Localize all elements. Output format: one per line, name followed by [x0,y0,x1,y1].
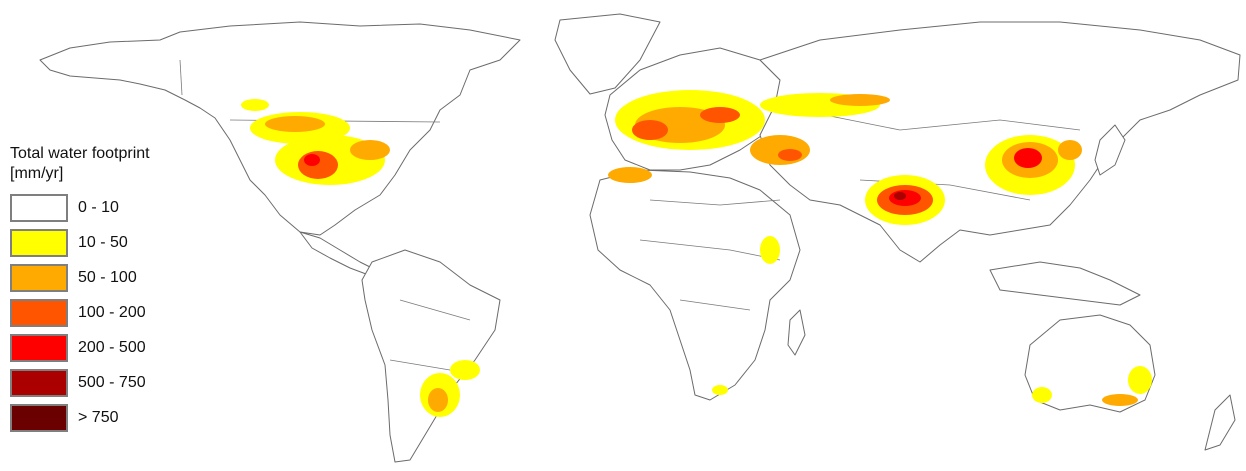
legend-items: 0 - 10 10 - 50 50 - 100 100 - 200 200 - 500 5… [10,190,230,435]
legend-label: 100 - 200 [78,303,146,321]
legend-label: 10 - 50 [78,233,128,251]
madagascar [787,309,806,356]
legend-label: 0 - 10 [78,198,119,216]
legend-label: 200 - 500 [78,338,146,356]
legend-title-line1: Total water footprint [10,145,150,162]
legend-title-line2: [mm/yr] [10,165,64,182]
legend-item: 500 - 750 [10,365,230,400]
legend-label: > 750 [78,408,119,426]
map-legend: Total water footprint [mm/yr] 0 - 10 10 -… [10,144,230,435]
water-footprint-overlay [241,90,1152,417]
legend-swatch [10,298,68,327]
legend-label: 500 - 750 [78,373,146,391]
africa [589,169,801,401]
southeast-asia-islands [989,261,1141,306]
central-america [299,231,373,275]
legend-swatch [10,368,68,397]
legend-item: 0 - 10 [10,190,230,225]
greenland [554,13,661,95]
legend-label: 50 - 100 [78,268,137,286]
legend-item: 100 - 200 [10,295,230,330]
japan [1094,124,1126,176]
asia [759,21,1241,263]
legend-swatch [10,333,68,362]
new-zealand [1204,394,1236,451]
legend-swatch [10,228,68,257]
legend-item: > 750 [10,400,230,435]
south-america [361,249,501,463]
legend-swatch [10,193,68,222]
legend-item: 200 - 500 [10,330,230,365]
legend-swatch [10,263,68,292]
legend-swatch [10,403,68,432]
legend-item: 10 - 50 [10,225,230,260]
legend-title: Total water footprint [mm/yr] [10,144,230,184]
legend-item: 50 - 100 [10,260,230,295]
